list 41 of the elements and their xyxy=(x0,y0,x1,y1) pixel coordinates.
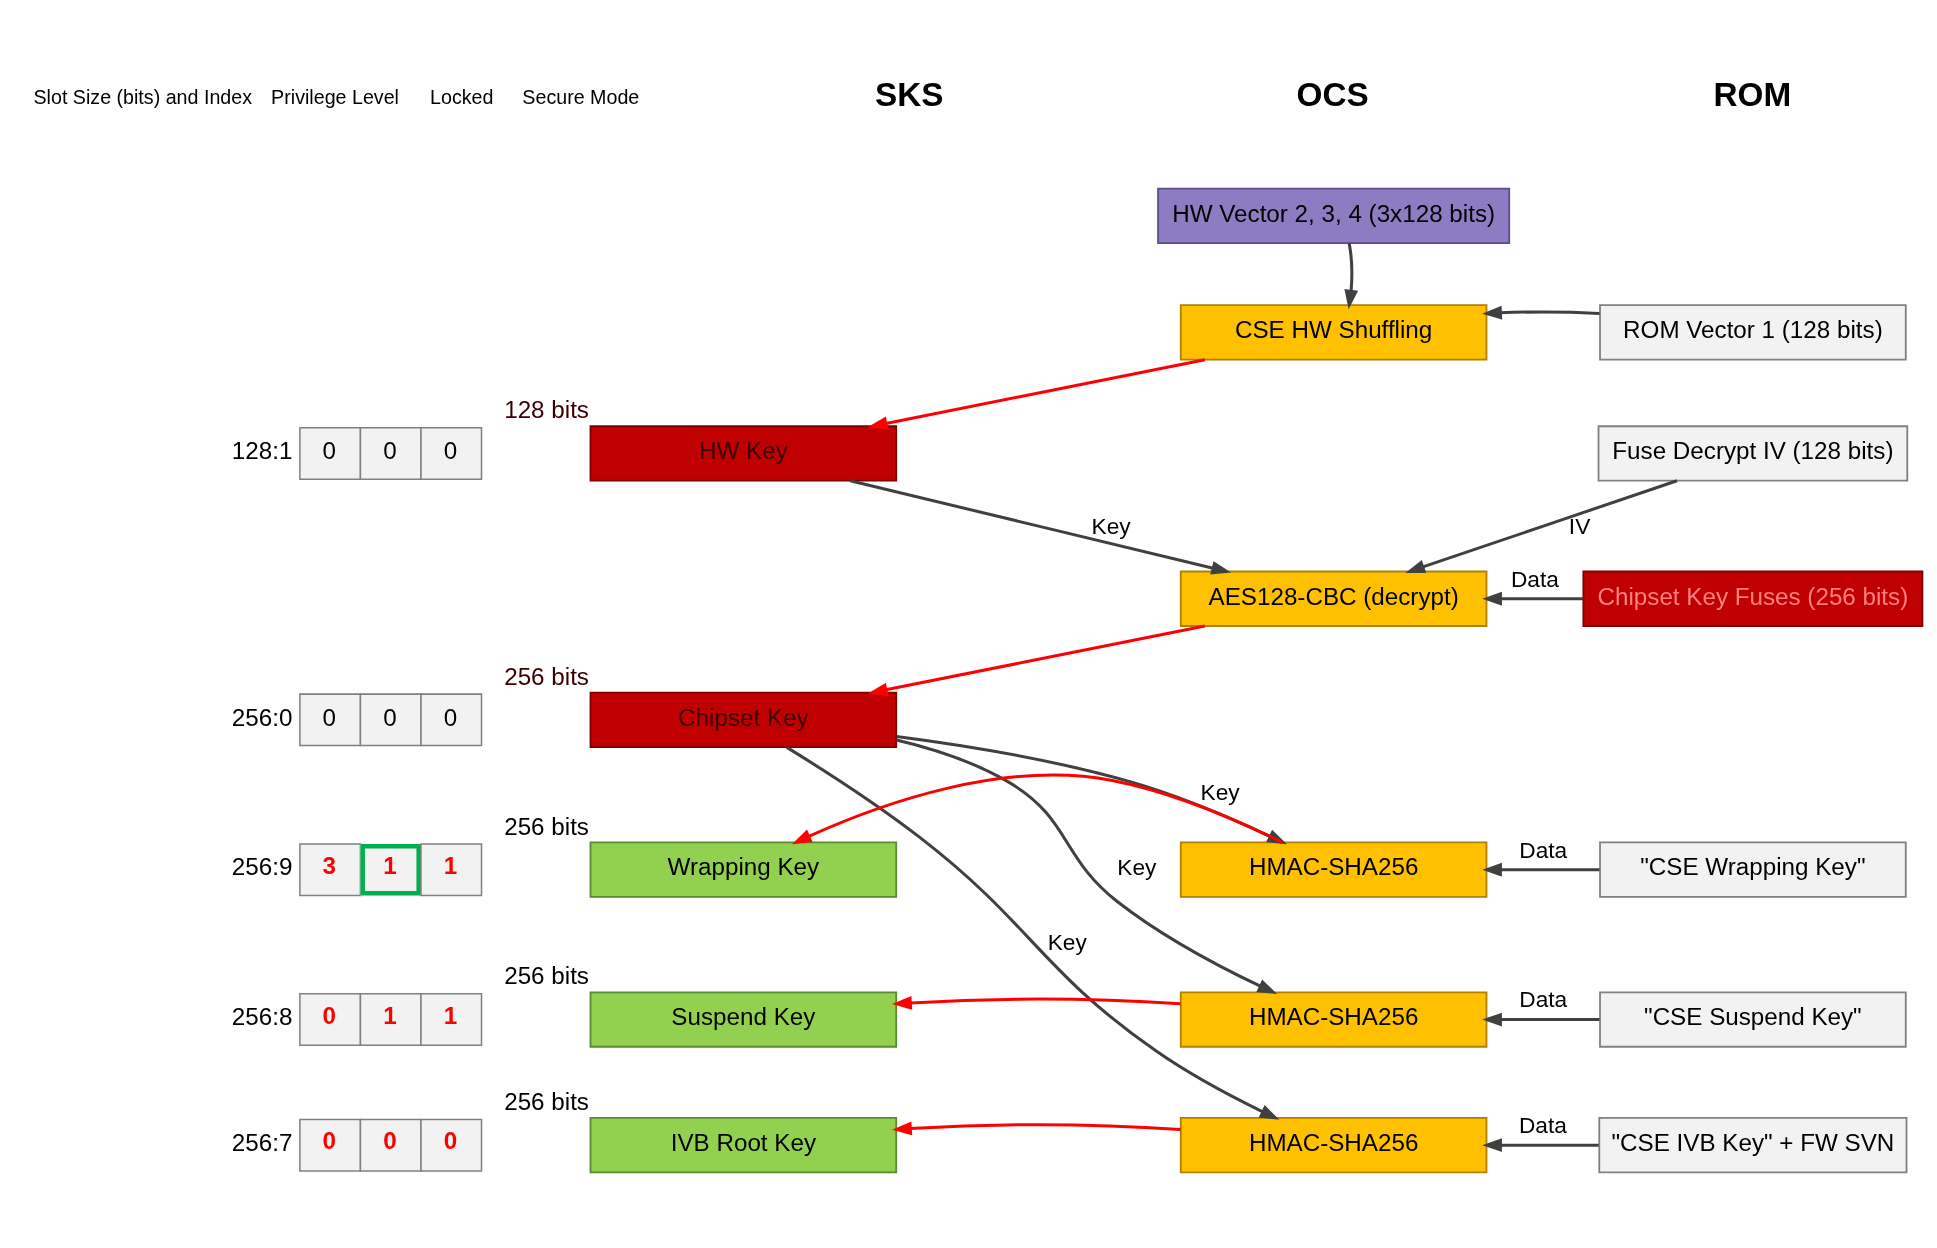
label: 0 xyxy=(443,436,458,464)
edge-label: Data xyxy=(1519,985,1568,1012)
edge-label: IV xyxy=(1568,512,1591,539)
label: 0 xyxy=(383,436,397,464)
label: Locked xyxy=(430,85,494,108)
label: 0 xyxy=(383,703,397,731)
label: SKS xyxy=(875,75,944,113)
label: 256:0 xyxy=(231,703,293,731)
edge-label: Key xyxy=(1200,778,1240,805)
label: 1 xyxy=(383,851,397,879)
label: 0 xyxy=(383,1126,397,1154)
label: 1 xyxy=(443,1001,458,1029)
edge-label: Data xyxy=(1519,836,1568,863)
edge-label: Key xyxy=(1047,928,1087,955)
edge-label: Data xyxy=(1510,565,1559,592)
label: 0 xyxy=(322,1001,337,1029)
edge-label: Key xyxy=(1117,853,1157,880)
label: 3 xyxy=(322,851,337,879)
node-label: 256 bits xyxy=(504,662,589,690)
label: 0 xyxy=(443,1126,458,1154)
node-label: 256 bits xyxy=(504,961,589,989)
label: 0 xyxy=(443,703,458,731)
label: 256:8 xyxy=(231,1002,293,1030)
node-label: 128 bits xyxy=(504,395,589,423)
label: Secure Mode xyxy=(522,85,640,108)
label: 0 xyxy=(322,1126,337,1154)
label: Slot Size (bits) and Index xyxy=(33,85,253,108)
node-label: 256 bits xyxy=(504,1087,589,1115)
node-label: 256 bits xyxy=(504,812,589,840)
label: Privilege Level xyxy=(271,85,399,108)
label: 1 xyxy=(383,1001,397,1029)
label: 256:7 xyxy=(231,1128,293,1156)
edge-label: Data xyxy=(1518,1111,1567,1138)
label: 1 xyxy=(443,851,458,879)
label: OCS xyxy=(1296,75,1369,113)
label: 128:1 xyxy=(231,436,293,464)
label: 0 xyxy=(322,436,337,464)
edge-label: Key xyxy=(1091,512,1131,539)
label: 0 xyxy=(322,703,337,731)
label: ROM xyxy=(1713,75,1792,113)
label: 256:9 xyxy=(231,852,293,880)
